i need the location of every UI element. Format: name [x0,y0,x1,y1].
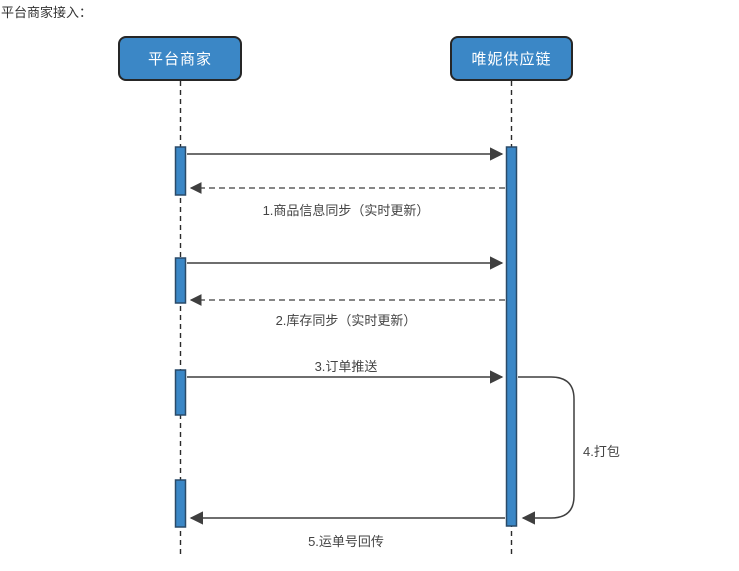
message-arrow-4-self-loop [518,376,575,525]
message-label-5: 5.运单号回传 [308,534,384,549]
activation-bar-left-4 [174,479,187,528]
activation-bar-left-2 [174,257,187,304]
actor-label-platform-merchant: 平台商家 [147,51,212,68]
actor-label-weini-supply-chain: 唯妮供应链 [471,51,552,68]
message-label-2: 2.库存同步（实时更新） [275,313,417,328]
actor-box-platform-merchant: 平台商家 [118,36,242,81]
activation-bar-left-1 [174,146,187,196]
message-label-3: 3.订单推送 [314,359,378,374]
message-label-1: 1.商品信息同步（实时更新） [262,203,430,218]
message-label-4: 4.打包 [583,444,620,459]
actor-box-weini-supply-chain: 唯妮供应链 [450,36,573,81]
activation-bar-left-3 [174,369,187,416]
activation-bar-right [505,146,518,527]
diagram-title: 平台商家接入： [1,5,93,20]
